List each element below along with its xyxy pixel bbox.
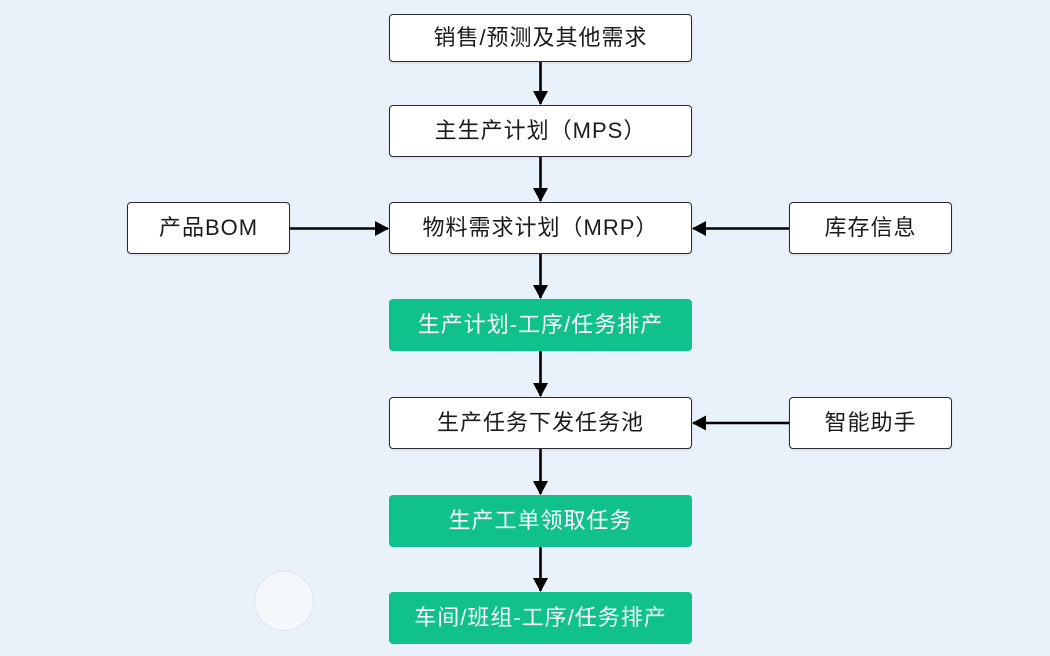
- node-inventory-info-label: 库存信息: [824, 215, 917, 240]
- node-task-dispatch-pool-label: 生产任务下发任务池: [436, 410, 644, 435]
- decorative-circle: [254, 571, 314, 631]
- node-sales-forecast-demand-label: 销售/预测及其他需求: [433, 25, 648, 50]
- node-product-bom: 产品BOM: [127, 202, 290, 254]
- node-master-production-schedule-label: 主生产计划（MPS）: [434, 118, 647, 143]
- node-production-plan-scheduling: 生产计划-工序/任务排产: [389, 299, 692, 351]
- node-production-plan-scheduling-label: 生产计划-工序/任务排产: [417, 312, 664, 337]
- node-smart-assistant-label: 智能助手: [824, 410, 917, 435]
- node-material-requirements-planning-label: 物料需求计划（MRP）: [422, 215, 659, 240]
- node-task-dispatch-pool: 生产任务下发任务池: [389, 397, 692, 449]
- node-work-order-claim-task-label: 生产工单领取任务: [448, 508, 633, 533]
- node-work-order-claim-task: 生产工单领取任务: [389, 495, 692, 547]
- node-master-production-schedule: 主生产计划（MPS）: [389, 105, 692, 157]
- node-product-bom-label: 产品BOM: [158, 215, 259, 240]
- node-material-requirements-planning: 物料需求计划（MRP）: [389, 202, 692, 254]
- node-smart-assistant: 智能助手: [789, 397, 952, 449]
- node-workshop-team-scheduling: 车间/班组-工序/任务排产: [389, 592, 692, 644]
- node-inventory-info: 库存信息: [789, 202, 952, 254]
- node-workshop-team-scheduling-label: 车间/班组-工序/任务排产: [414, 605, 667, 630]
- node-sales-forecast-demand: 销售/预测及其他需求: [389, 14, 692, 62]
